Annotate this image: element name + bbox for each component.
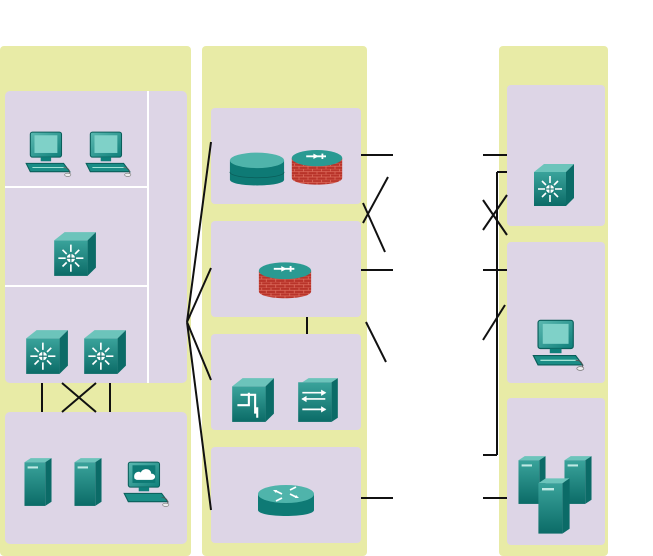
- server-farm-block: [5, 412, 187, 544]
- core-to-server-farm-links: [41, 382, 111, 413]
- vpn-module: [211, 334, 361, 430]
- multilayer-switch-icon: [53, 231, 97, 277]
- internet-module: [211, 221, 361, 317]
- isp-a-module: [507, 85, 605, 226]
- switch-stack-icon: [297, 377, 339, 423]
- router-stack-icon: [229, 152, 285, 186]
- edge-to-provider-links-left: [361, 154, 393, 499]
- multilayer-switch-icon: [83, 329, 127, 375]
- core-to-edge-links: [186, 141, 212, 511]
- server-icon: [74, 458, 102, 506]
- building-distribution-layer: [53, 231, 97, 277]
- router-icon: [257, 484, 315, 517]
- vpn-concentrator-icon: [231, 377, 275, 423]
- server-icon: [24, 458, 52, 506]
- isp-b-module: [507, 242, 605, 383]
- wan-module: [211, 447, 361, 543]
- ecommerce-module: [211, 108, 361, 204]
- firewall-icon: [290, 149, 344, 186]
- edge-to-provider-links-right: [482, 154, 508, 499]
- multilayer-switch-icon: [533, 163, 575, 207]
- pstn-module: [507, 398, 605, 545]
- multilayer-switch-icon: [25, 329, 69, 375]
- firewall-icon: [257, 261, 313, 300]
